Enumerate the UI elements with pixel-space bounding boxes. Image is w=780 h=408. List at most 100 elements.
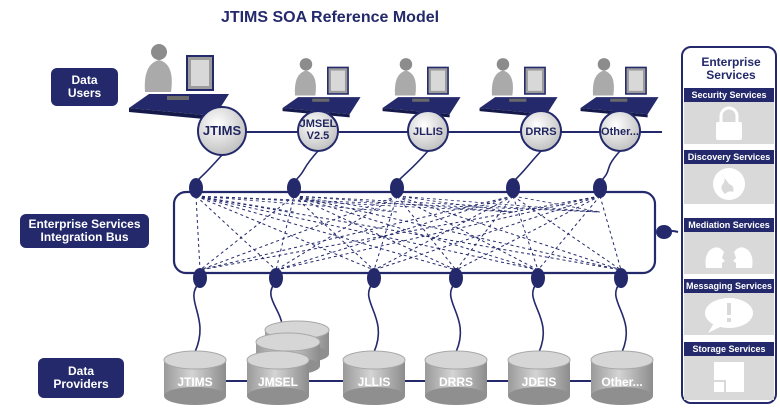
messaging-services-label: Messaging Services [684,279,774,293]
security-services: Security Services [684,88,774,144]
integration-bus [172,178,672,288]
folder-icon [714,362,744,392]
bus-connector-bottom [367,268,381,288]
provider-db-1 [246,350,310,405]
bus-link [195,195,295,213]
padlock-icon [716,106,742,140]
bus-link [275,195,601,271]
messaging-services: Messaging Services [684,279,774,335]
enterprise-services-title: Enterprise Services [701,55,761,82]
lower-wire-4 [532,281,545,353]
two-heads-icon [705,247,753,268]
speech-bubble-icon [705,298,753,333]
bus-connector-bottom [614,268,628,288]
user-node-2 [407,110,449,152]
lower-wire-0 [193,281,201,353]
bus-link [195,195,514,213]
mediation-services-label: Mediation Services [684,218,774,232]
bus-label: Enterprise Services Integration Bus [20,214,149,248]
upper-wire-0 [195,154,223,183]
storage-services: Storage Services [684,342,774,400]
discovery-services: Discovery Services [684,150,774,204]
workstation-0 [129,44,229,120]
discovery-services-label: Discovery Services [684,150,774,164]
data-providers-label: Data Providers [38,358,124,398]
user-node-label-4: Other... [601,126,639,138]
user-node-4 [599,110,641,152]
upper-wire-4 [599,150,621,183]
provider-db-0 [163,350,227,405]
bus-connector-top [390,178,404,198]
provider-label-2: JLLIS [358,375,391,389]
bus-link [195,195,601,213]
user-node-0 [197,106,247,156]
provider-label-1: JMSEL [258,375,298,389]
bus-link [199,195,601,271]
bus-link [396,195,539,271]
bus-link [599,195,622,271]
bus-link [373,195,601,271]
bus-link [293,195,375,271]
upper-wire-3 [512,150,542,183]
lower-wire-5 [615,281,628,353]
workstation-1 [282,58,361,118]
bus-link [199,195,295,271]
workstation-2 [382,58,461,118]
provider-db-5 [590,350,654,405]
provider-db-3 [424,350,488,405]
user-node-label-0: JTIMS [203,123,242,138]
bus-link [455,195,601,271]
storage-services-label: Storage Services [684,342,774,356]
bus-connector-bottom [269,268,283,288]
upper-wire-2 [396,150,429,183]
workstation-3 [479,58,558,118]
lower-wire-3 [449,281,462,353]
bus-link [512,195,622,271]
user-node-label-3: DRRS [525,126,556,138]
provider-label-5: Other... [601,375,642,389]
bus-link [275,195,295,271]
data-users-label: Data Users [51,68,118,106]
bus-connector-top [189,178,203,198]
security-services-label: Security Services [684,88,774,102]
bus-connector-bottom [449,268,463,288]
bus-link [199,195,398,271]
globe-icon [713,168,745,200]
provider-db-2 [342,350,406,405]
bus-connector-bottom [193,268,207,288]
bus-link [195,195,277,271]
bus-link [512,195,601,213]
bus-connector-bottom [531,268,545,288]
bus-link [373,195,514,271]
user-node-label-2: JLLIS [413,126,443,138]
bus-link [195,195,398,213]
bus-link [293,195,398,213]
bus-link [396,195,601,213]
wires [193,150,679,353]
bus-link [512,195,539,271]
workstations [129,44,659,120]
upper-wire-1 [293,150,319,183]
provider-label-0: JTIMS [177,375,212,389]
user-node-1 [297,110,339,152]
bus-connector-top [593,178,607,198]
bus-link [396,195,457,271]
mediation-services: Mediation Services [684,218,774,274]
bus-link [275,195,514,271]
provider-db-4 [507,350,571,405]
bus-box [172,190,657,275]
bus-connector-top [287,178,301,198]
lower-wire-2 [367,281,380,353]
bus-link [195,195,539,271]
bus-connector-right [656,225,672,239]
user-node-3 [520,110,562,152]
bus-link [293,195,514,213]
workstation-4 [580,58,659,118]
bus-link [373,195,398,271]
bus-link [396,195,514,213]
bus-link [195,195,201,271]
